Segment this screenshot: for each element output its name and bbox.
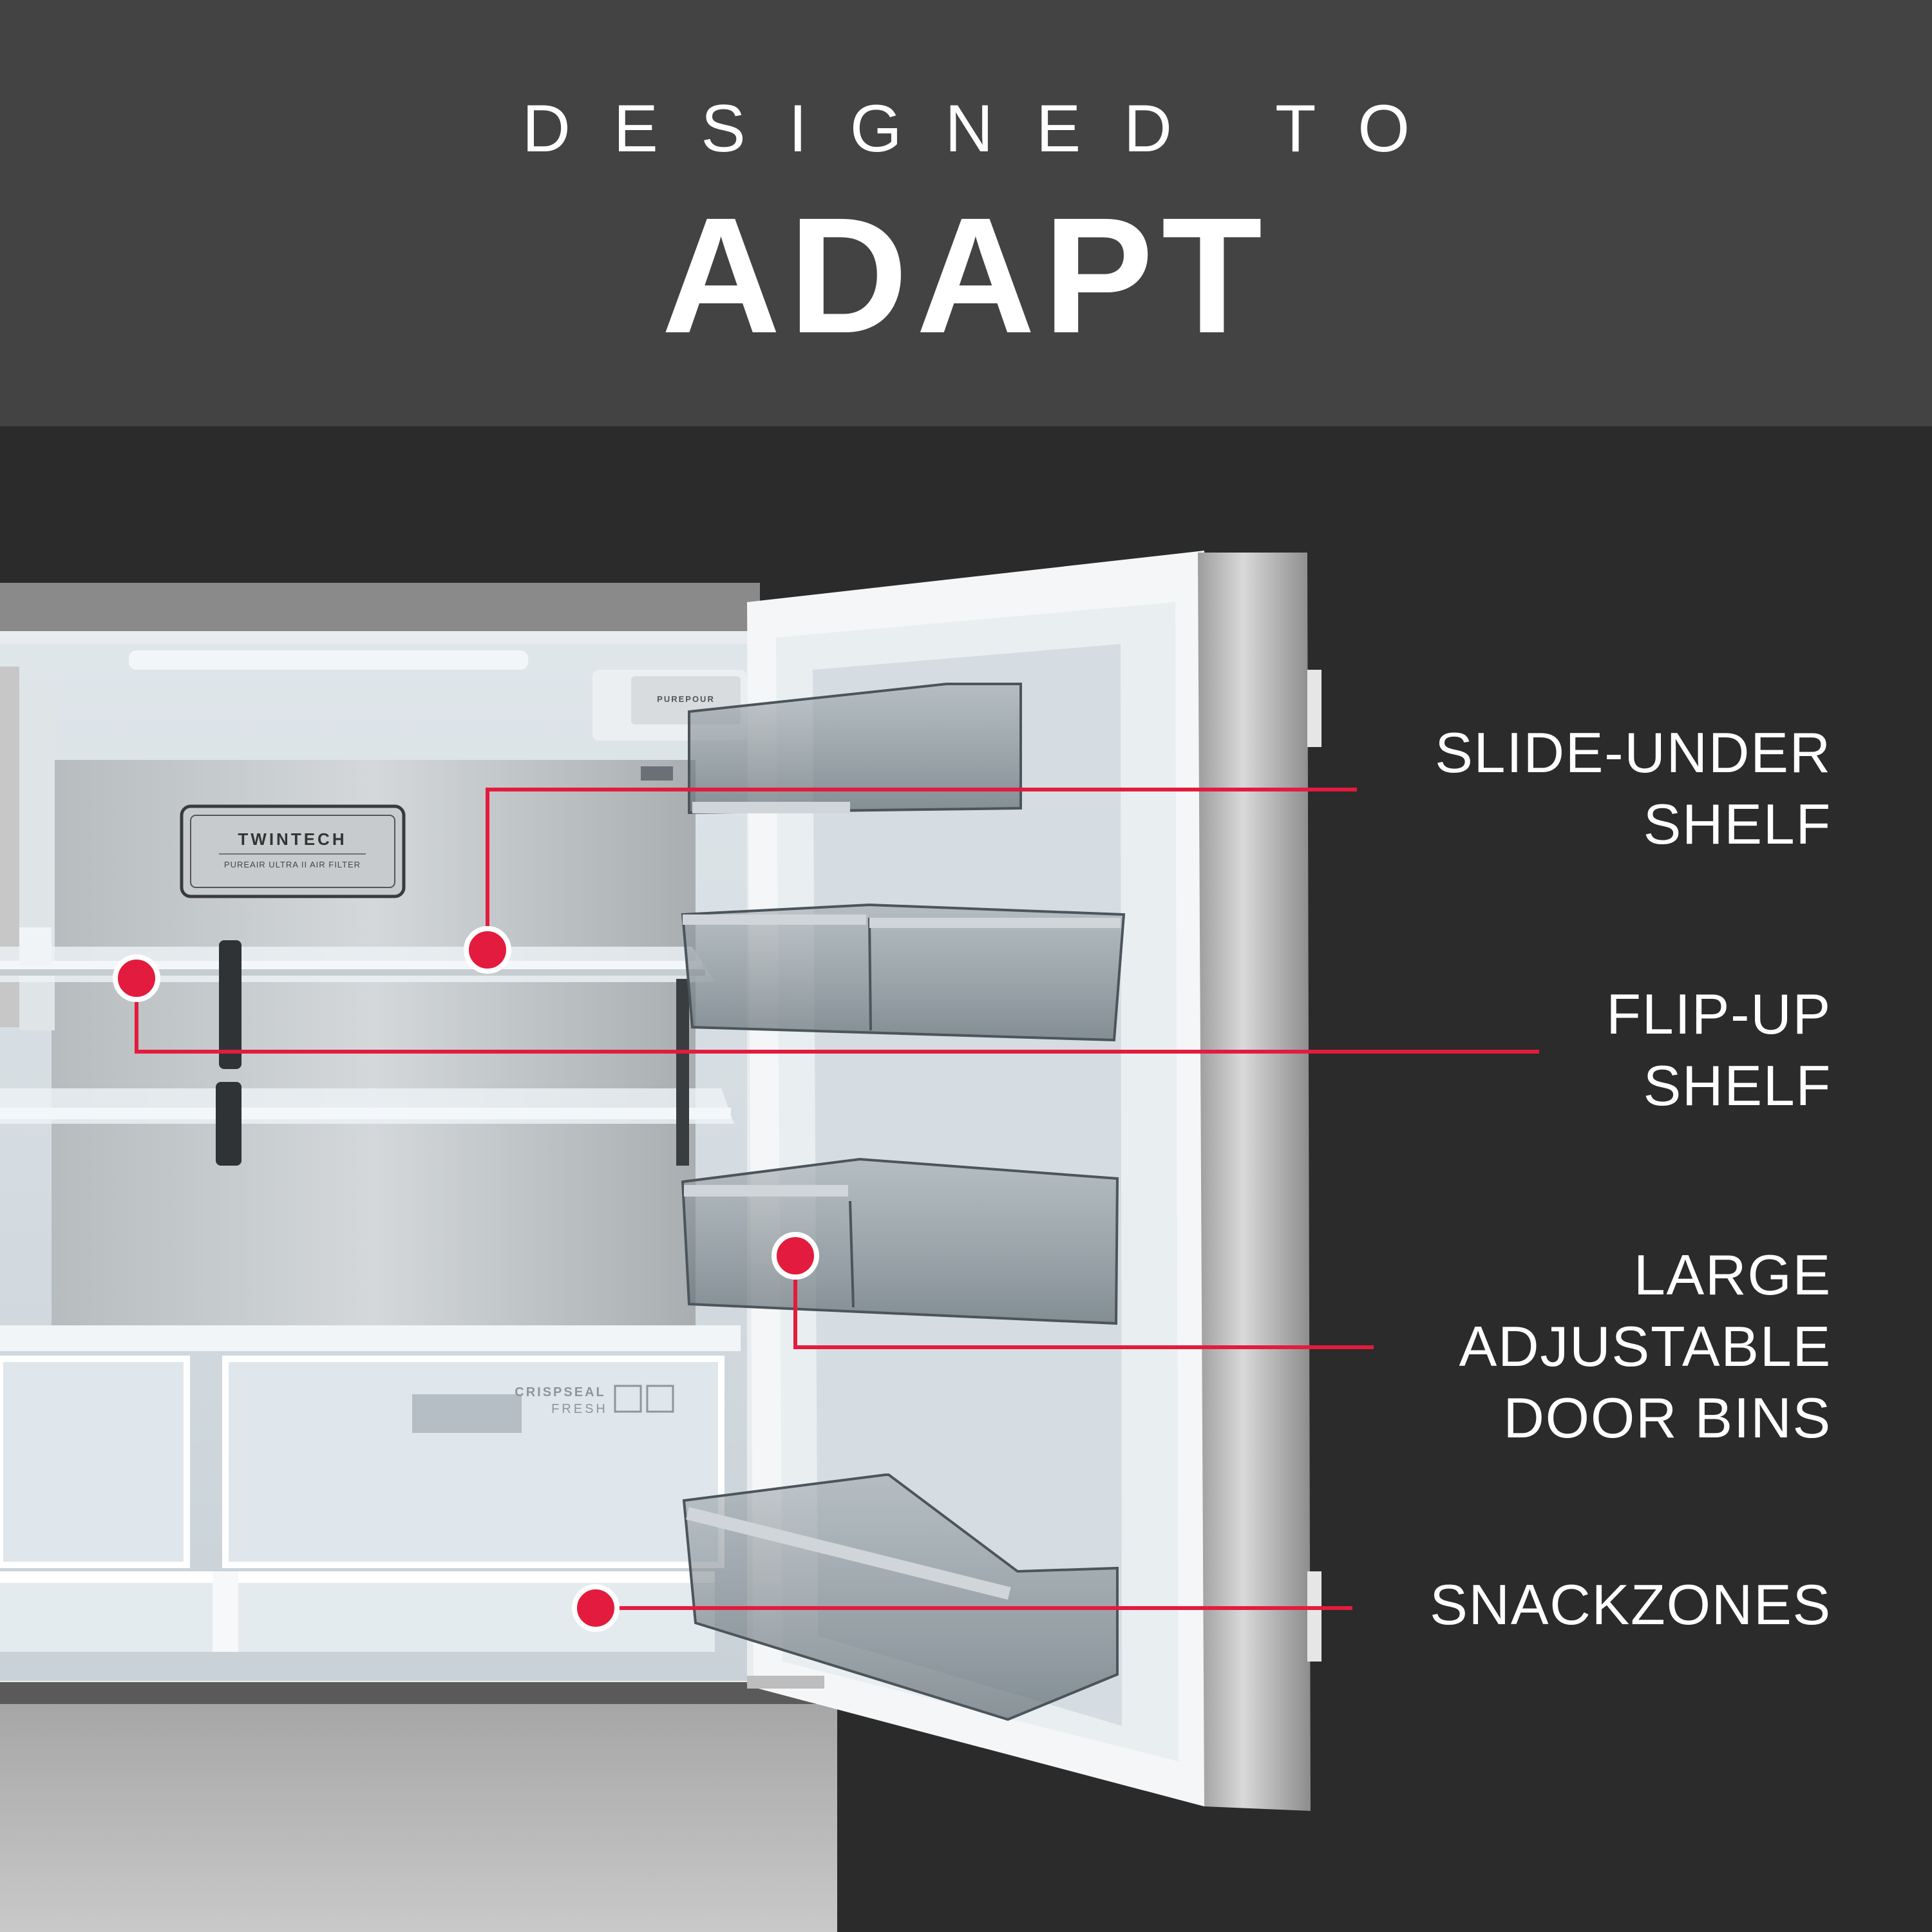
door-bin-top — [688, 683, 1022, 815]
lower-shelf — [0, 979, 734, 1166]
badge-title: TWINTECH — [238, 829, 346, 849]
ceiling-light — [129, 650, 528, 670]
dispenser-label: PUREPOUR — [657, 694, 715, 704]
freezer-drawer-gap — [0, 1682, 831, 1704]
callout-slide-under-shelf: SLIDE-UNDER SHELF — [1435, 721, 1832, 856]
eyebrow-text: DESIGNED TO — [522, 91, 1453, 166]
header-banner: DESIGNED TO ADAPT — [0, 0, 1932, 426]
dot-door-bins[interactable] — [772, 1232, 819, 1280]
dot-snackzones[interactable] — [572, 1584, 620, 1632]
twintech-badge: TWINTECH PUREAIR ULTRA II AIR FILTER — [180, 804, 406, 898]
door-bin-adjustable-pair — [681, 1157, 1119, 1325]
crisper-label: CRISPSEAL — [515, 1385, 605, 1399]
dot-slide-under-shelf[interactable] — [464, 926, 511, 974]
refrigerator-illustration: TWINTECH PUREAIR ULTRA II AIR FILTER PUR… — [0, 551, 1539, 1932]
crisper-drawers: CRISPSEAL FRESH — [0, 1325, 741, 1568]
cabinet-top — [0, 583, 760, 634]
refrigerator-scene: TWINTECH PUREAIR ULTRA II AIR FILTER PUR… — [0, 426, 1932, 1932]
callout-snackzones: SNACKZONES — [1430, 1573, 1832, 1636]
callout-leaders — [135, 788, 1539, 1610]
callout-door-bins: LARGE ADJUSTABLE DOOR BINS — [1459, 1243, 1832, 1450]
dot-flip-up-shelf[interactable] — [113, 954, 160, 1002]
headline-text: ADAPT — [661, 184, 1271, 368]
leader-flip-up-shelf — [135, 978, 1539, 1054]
crisper-sublabel: FRESH — [551, 1402, 608, 1416]
freezer-drawer — [0, 1704, 837, 1932]
leader-slide-under-shelf — [486, 788, 1357, 950]
callout-dots — [113, 926, 819, 1632]
leader-door-bins — [793, 1256, 1374, 1349]
flip-up-shelf — [0, 927, 715, 1069]
badge-subtitle: PUREAIR ULTRA II AIR FILTER — [224, 860, 361, 869]
door-bin-bottom — [682, 1473, 1119, 1721]
door-bin-upper-pair — [681, 903, 1126, 1042]
callout-flip-up-shelf: FLIP-UP SHELF — [1606, 982, 1832, 1117]
